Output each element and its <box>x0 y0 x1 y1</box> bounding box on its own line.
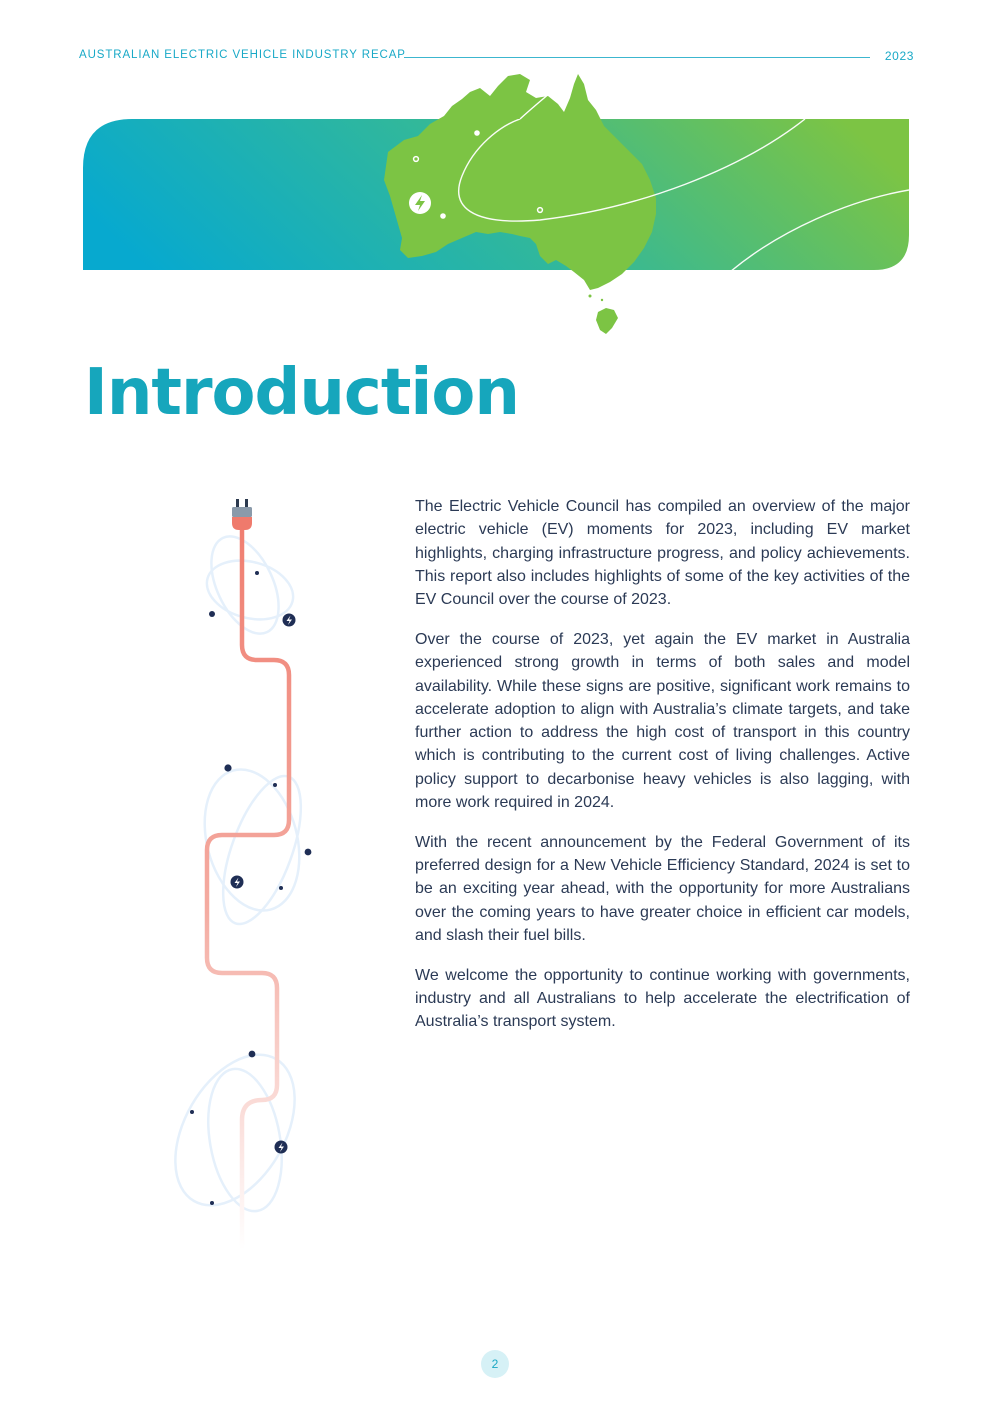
header-year: 2023 <box>884 49 914 63</box>
intro-paragraph: We welcome the opportunity to continue w… <box>415 966 910 1031</box>
banner-illustration <box>83 74 909 334</box>
page-title: Introduction <box>84 356 520 430</box>
plug-icon <box>232 499 252 530</box>
intro-body: The Electric Vehicle Council has compile… <box>415 495 910 1050</box>
header-title: AUSTRALIAN ELECTRIC VEHICLE INDUSTRY REC… <box>79 49 406 61</box>
intro-paragraph: Over the course of 2023, yet again the E… <box>415 630 910 812</box>
page-number: 2 <box>481 1350 509 1378</box>
lightning-bolt-icon <box>230 875 244 889</box>
charging-cable-illustration <box>174 499 312 1250</box>
header-divider <box>404 57 870 58</box>
intro-paragraph: With the recent announcement by the Fede… <box>415 833 910 945</box>
lightning-bolt-icon <box>274 1140 288 1154</box>
lightning-bolt-icon <box>282 613 296 627</box>
lightning-bolt-icon <box>409 192 431 214</box>
page-header: AUSTRALIAN ELECTRIC VEHICLE INDUSTRY REC… <box>79 49 914 67</box>
intro-paragraph: The Electric Vehicle Council has compile… <box>415 498 910 609</box>
australia-map <box>384 74 656 334</box>
